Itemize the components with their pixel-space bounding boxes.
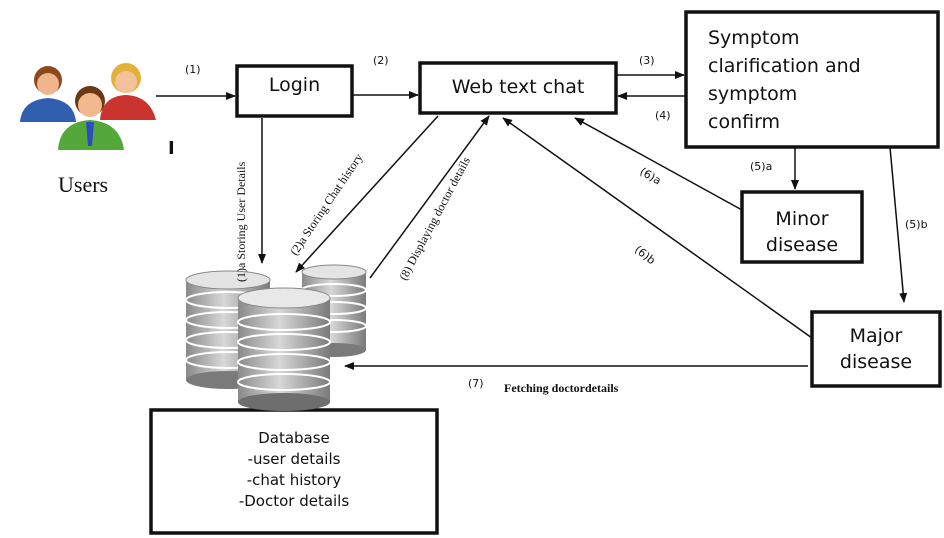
major-line: disease <box>839 351 913 373</box>
step-label-2: (2) <box>373 54 389 67</box>
step-label-4: (4) <box>655 109 671 122</box>
minor-line: disease <box>765 234 839 256</box>
web-chat-box <box>418 61 618 115</box>
symptom-line: Symptom <box>708 27 800 49</box>
symptom-line: confirm <box>708 111 781 133</box>
fetch-label: Fetching doctordetails <box>504 381 619 395</box>
step-label-1: (1) <box>185 63 201 76</box>
step-label-5b: (5)b <box>905 218 928 231</box>
symptom-line: symptom <box>708 83 798 105</box>
database-item: -Doctor details <box>238 492 350 510</box>
arrow-db-chat <box>369 115 490 279</box>
arrow-minor-chat <box>574 117 743 211</box>
database-icon <box>185 264 367 411</box>
symptom-label: Symptom clarification and symptom confir… <box>708 24 861 136</box>
major-line: Major <box>849 325 903 347</box>
major-disease-box <box>810 310 942 388</box>
login-box <box>235 64 354 118</box>
database-item: -user details <box>247 450 341 468</box>
step-label-3: (3) <box>639 54 655 67</box>
symptom-box <box>684 10 940 149</box>
symptom-line: clarification and <box>708 55 861 77</box>
minor-disease-box <box>740 190 864 264</box>
minor-disease-label: Minor disease <box>742 206 862 258</box>
database-item: -chat history <box>246 471 342 489</box>
minor-line: Minor <box>775 208 829 230</box>
arrow-major-chat <box>502 117 813 339</box>
database-label: Database -user details -chat history -Do… <box>151 428 437 512</box>
login-label: Login <box>268 74 321 96</box>
database-box <box>149 408 439 535</box>
step-label-5a: (5)a <box>750 160 773 173</box>
database-title: Database <box>258 429 330 447</box>
users-icon <box>20 63 156 150</box>
cursor-mark: I <box>168 138 175 159</box>
arrow-symptom-major <box>889 146 908 303</box>
arrow-chat-db <box>295 115 439 273</box>
major-disease-label: Major disease <box>812 323 940 375</box>
step-label-1a: (1)a Storing User Details <box>234 161 248 282</box>
web-chat-label: Web text chat <box>451 76 585 98</box>
users-label: Users <box>58 172 109 197</box>
step-label-7: (7) <box>468 377 484 390</box>
